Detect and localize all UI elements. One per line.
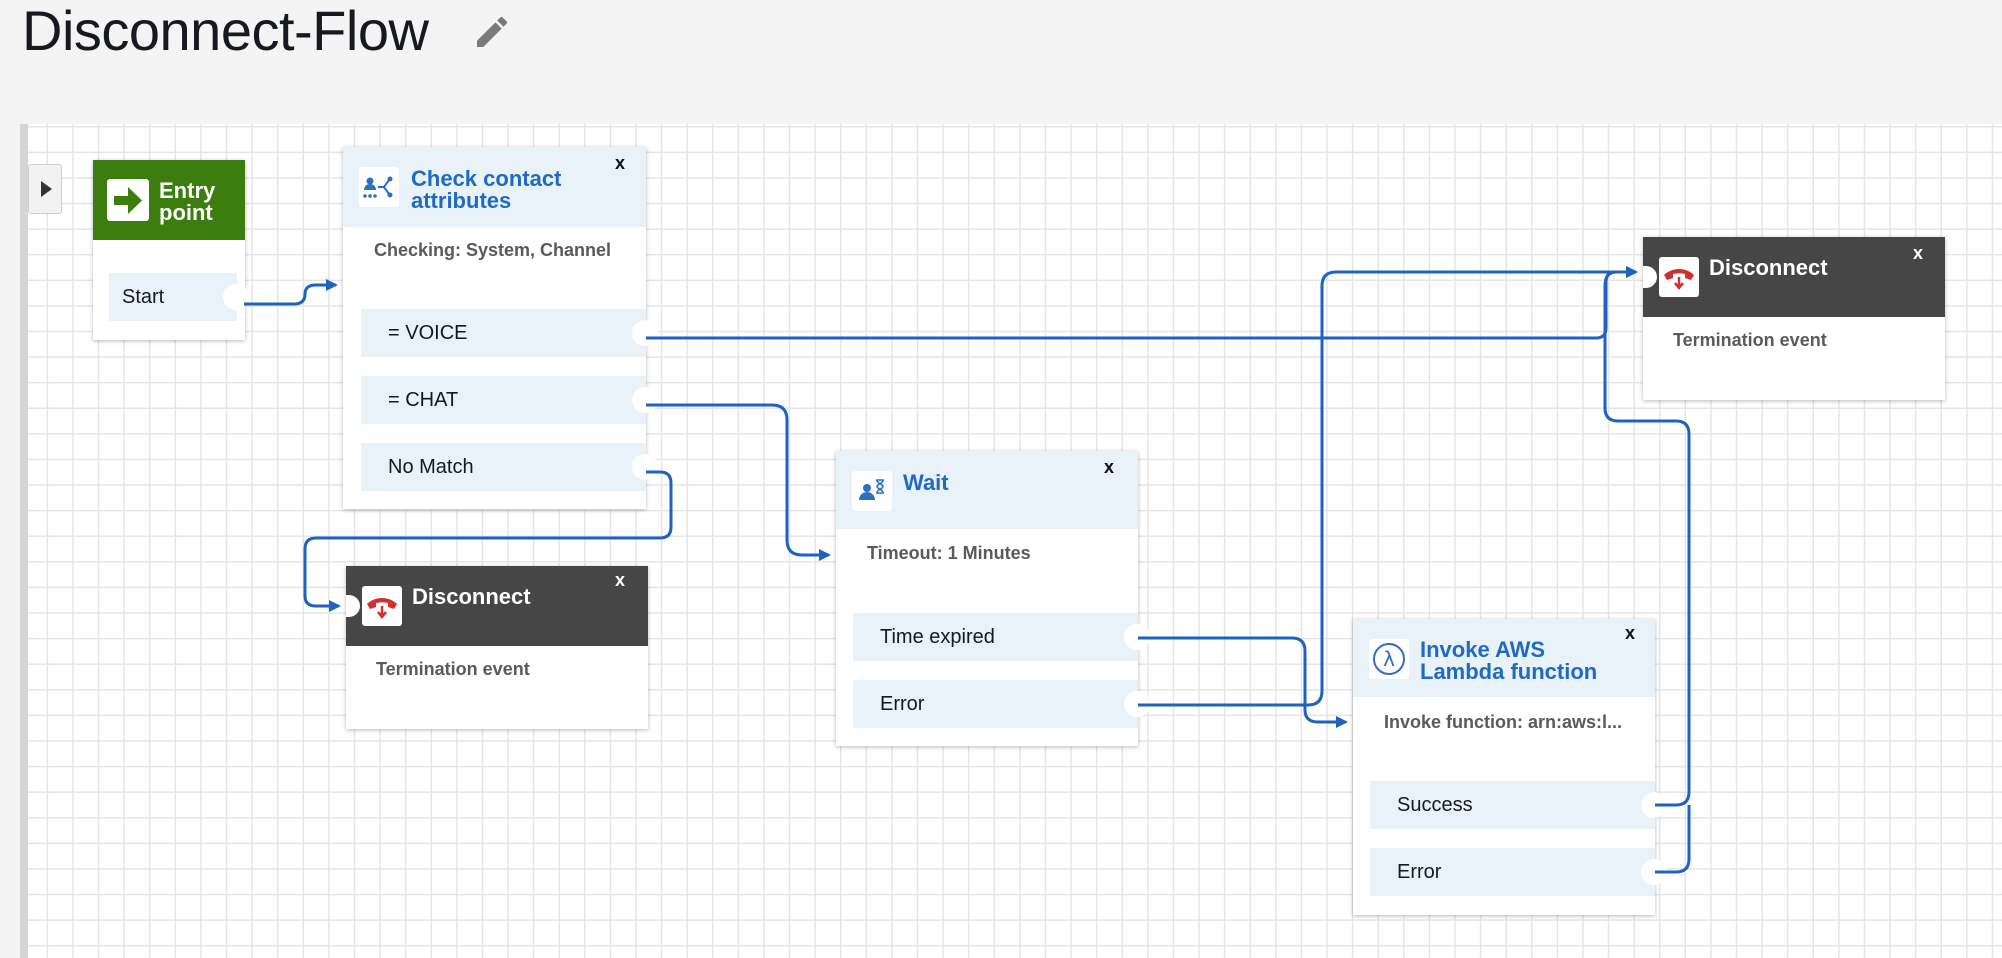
branch-time-expired-connector[interactable]: [1124, 624, 1150, 650]
branch-attributes-icon: [359, 167, 399, 207]
canvas-left-border: [20, 124, 28, 958]
invoke-lambda-block[interactable]: λ Invoke AWS Lambda function x Invoke fu…: [1353, 619, 1667, 915]
disconnect-left-input-connector[interactable]: [346, 595, 360, 617]
branch-no-match-connector[interactable]: [632, 454, 658, 480]
disconnect-block-right[interactable]: Disconnect x Termination event: [1643, 237, 1945, 400]
branch-time-expired-label: Time expired: [880, 626, 995, 648]
pencil-icon[interactable]: [472, 12, 512, 52]
invoke-lambda-title-line2: Lambda function: [1420, 659, 1598, 684]
disconnect-left-close-button[interactable]: x: [614, 570, 625, 590]
caret-right-icon[interactable]: [28, 164, 62, 214]
branch-lambda-error: Error: [1370, 848, 1667, 896]
check-contact-attributes-description: Checking: System, Channel: [374, 240, 612, 260]
wait-description: Timeout: 1 Minutes: [867, 543, 1031, 563]
entry-point-title-line2: point: [159, 200, 213, 225]
lambda-icon: λ: [1369, 639, 1409, 679]
check-contact-attributes-block[interactable]: Check contact attributes x Checking: Sys…: [343, 147, 658, 509]
disconnect-right-title: Disconnect: [1709, 255, 1828, 280]
branch-success-label: Success: [1397, 794, 1473, 816]
branch-success: Success: [1370, 781, 1667, 829]
hang-up-phone-icon: [362, 586, 402, 626]
branch-lambda-error-label: Error: [1397, 861, 1442, 883]
wait-title: Wait: [903, 470, 949, 495]
disconnect-right-input-connector[interactable]: [1643, 266, 1657, 288]
branch-chat-label: = CHAT: [388, 389, 459, 411]
invoke-lambda-title-line1: Invoke AWS: [1420, 637, 1546, 662]
person-hourglass-icon: [852, 471, 892, 511]
disconnect-left-header: Disconnect x: [346, 566, 648, 646]
check-contact-attributes-title-line1: Check contact: [411, 166, 562, 191]
branch-no-match-label: No Match: [388, 456, 474, 478]
arrow-right-icon: [107, 179, 149, 221]
entry-point-block[interactable]: Entry point Start: [93, 160, 249, 340]
check-contact-attributes-close-button[interactable]: x: [614, 153, 625, 173]
branch-time-expired: Time expired: [853, 613, 1150, 661]
disconnect-left-title: Disconnect: [412, 584, 531, 609]
disconnect-right-close-button[interactable]: x: [1912, 243, 1923, 263]
branch-chat-connector[interactable]: [632, 387, 658, 413]
wait-close-button[interactable]: x: [1103, 457, 1114, 477]
entry-point-title-line1: Entry: [159, 178, 216, 203]
branch-lambda-error-connector[interactable]: [1641, 859, 1667, 885]
branch-start: Start: [109, 273, 249, 321]
check-contact-attributes-header: Check contact attributes x: [343, 147, 646, 227]
invoke-lambda-description: Invoke function: arn:aws:l...: [1384, 712, 1623, 732]
branch-start-connector[interactable]: [223, 284, 249, 310]
disconnect-right-description: Termination event: [1673, 330, 1827, 350]
disconnect-right-header: Disconnect x: [1643, 237, 1945, 317]
disconnect-block-left[interactable]: Disconnect x Termination event: [346, 566, 648, 729]
wait-header: Wait x: [836, 451, 1138, 529]
branch-start-label: Start: [122, 286, 165, 308]
wait-block[interactable]: Wait x Timeout: 1 Minutes Time expired E…: [836, 451, 1150, 746]
hang-up-phone-icon: [1659, 257, 1699, 297]
branch-voice-label: = VOICE: [388, 322, 468, 344]
branch-voice: = VOICE: [361, 309, 658, 357]
branch-chat: = CHAT: [361, 376, 658, 424]
branch-wait-error-connector[interactable]: [1124, 691, 1150, 717]
check-contact-attributes-title-line2: attributes: [411, 188, 512, 213]
entry-point-header: Entry point: [93, 160, 245, 240]
svg-text:λ: λ: [1383, 647, 1395, 671]
disconnect-left-description: Termination event: [376, 659, 530, 679]
branch-success-connector[interactable]: [1641, 792, 1667, 818]
branch-wait-error-label: Error: [880, 693, 925, 715]
branch-voice-connector[interactable]: [632, 320, 658, 346]
branch-no-match: No Match: [361, 443, 658, 491]
invoke-lambda-close-button[interactable]: x: [1624, 623, 1635, 643]
invoke-lambda-header: λ Invoke AWS Lambda function x: [1353, 619, 1655, 697]
flow-title: Disconnect-Flow: [22, 0, 429, 62]
branch-wait-error: Error: [853, 680, 1150, 728]
